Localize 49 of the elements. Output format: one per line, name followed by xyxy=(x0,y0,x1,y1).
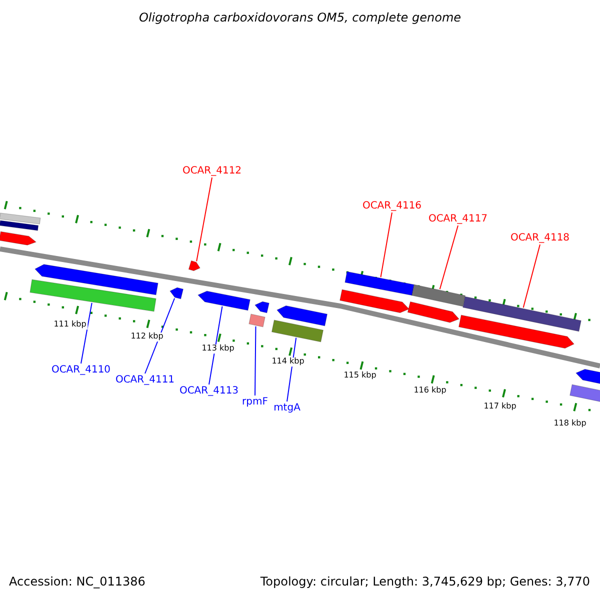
leader-line xyxy=(439,225,458,290)
gene-label: OCAR_4112 xyxy=(182,166,242,176)
feature-bar xyxy=(462,296,582,332)
feature-bar xyxy=(344,271,414,296)
gene-feature xyxy=(197,290,250,311)
tick-label: 115 kbp xyxy=(342,372,378,380)
gene-feature xyxy=(170,287,184,300)
gene-feature xyxy=(188,260,200,272)
tick-label: 111 kbp xyxy=(52,320,88,330)
feature-bar xyxy=(411,284,466,307)
genome-summary-text: Topology: circular; Length: 3,745,629 bp; Genes: 3,770 xyxy=(260,575,590,589)
gene-feature xyxy=(575,368,600,386)
tick-label: 113 kbp xyxy=(200,344,236,354)
leader-line xyxy=(522,244,540,308)
leader-line xyxy=(286,337,297,402)
leader-line xyxy=(80,302,92,364)
gene-label: OCAR_4116 xyxy=(362,200,422,212)
gene-label: OCAR_4118 xyxy=(510,232,570,244)
gene-feature xyxy=(458,314,574,349)
leader-line xyxy=(208,306,223,385)
gene-label: mtgA xyxy=(274,402,300,414)
gene-feature xyxy=(34,264,158,296)
gene-label: OCAR_4113 xyxy=(179,386,239,396)
leader-line xyxy=(380,212,392,278)
gene-feature xyxy=(340,289,410,314)
feature-bar xyxy=(248,314,266,328)
leader-line xyxy=(196,177,212,262)
feature-bar xyxy=(0,220,39,231)
tick-label: 112 kbp xyxy=(130,332,164,342)
tick-label: 118 kbp xyxy=(552,420,588,428)
feature-bar xyxy=(0,212,41,224)
tick-label: 116 kbp xyxy=(412,386,448,396)
feature-bar xyxy=(570,384,600,404)
gene-feature xyxy=(276,305,328,326)
gene-label: OCAR_4110 xyxy=(51,364,111,376)
feature-bar xyxy=(30,279,156,312)
title: Oligotropha carboxidovorans OM5, complete genome xyxy=(138,11,462,25)
tick-label: 117 kbp xyxy=(482,402,518,412)
gene-label: OCAR_4117 xyxy=(428,214,488,224)
gene-feature xyxy=(254,301,270,314)
gene-label: OCAR_4111 xyxy=(115,374,175,386)
leader-line xyxy=(144,298,176,374)
accession-text: Accession: NC_011386 xyxy=(9,575,146,589)
gene-label: rpmF xyxy=(242,396,268,408)
leader-line xyxy=(254,326,256,396)
feature-bar xyxy=(271,320,324,342)
gene-feature xyxy=(0,231,37,246)
tick-label: 114 kbp xyxy=(270,358,306,366)
gene-feature xyxy=(407,301,460,323)
